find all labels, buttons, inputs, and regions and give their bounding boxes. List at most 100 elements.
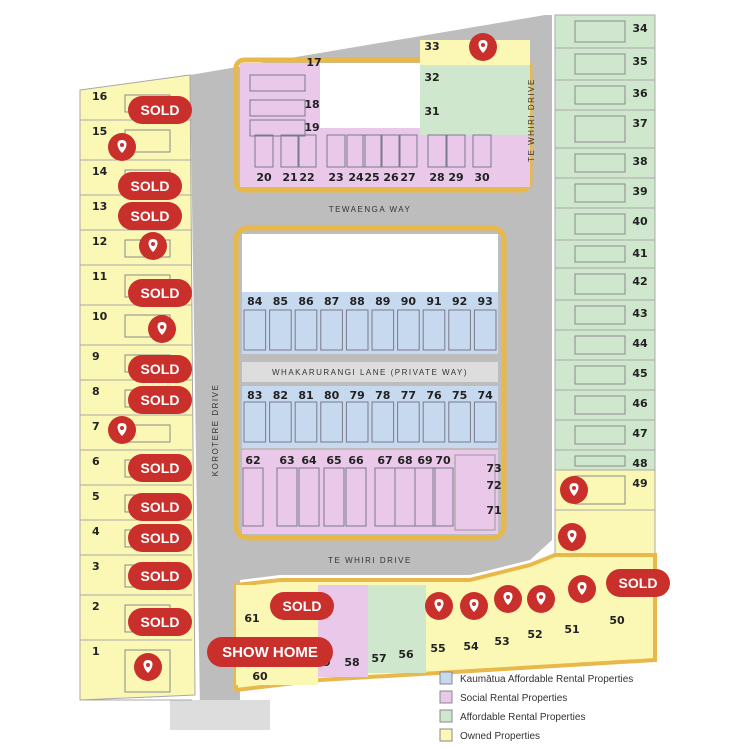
sold-badge-bg: [128, 454, 192, 482]
lot-number: 21: [282, 171, 297, 184]
lot-number: 49: [632, 477, 647, 490]
show-home-badge[interactable]: SHOW HOME: [207, 637, 333, 667]
unit-footprint: [448, 309, 471, 351]
lot-number: 58: [344, 656, 359, 669]
location-pin-icon[interactable]: [425, 592, 453, 620]
lot-number: 87: [324, 295, 339, 308]
lot-number: 56: [398, 648, 414, 661]
unit-footprint: [345, 401, 369, 443]
north-open-space: [320, 63, 420, 128]
lot-number: 71: [486, 504, 501, 517]
location-pin-icon[interactable]: [134, 653, 162, 681]
sold-badge: SOLD: [128, 279, 192, 307]
lot-number: 12: [92, 235, 107, 248]
lot-number: 36: [632, 87, 648, 100]
unit-footprint: [473, 401, 497, 443]
lot-number: 48: [632, 457, 647, 470]
lot-number: 24: [348, 171, 364, 184]
sold-badge: SOLD: [128, 524, 192, 552]
location-pin-icon[interactable]: [527, 585, 555, 613]
lot-number: 77: [401, 389, 416, 402]
sold-badge-bg: [606, 569, 670, 597]
lot-number: 50: [609, 614, 625, 627]
road-label-korotere: KOROTERE DRIVE: [211, 384, 220, 477]
lot-number: 1: [92, 645, 100, 658]
lot-number: 4: [92, 525, 100, 538]
unit-footprint: [371, 401, 395, 443]
east-affordable-strip: [554, 14, 656, 471]
unit-footprint: [381, 134, 401, 168]
lot-number: 64: [301, 454, 317, 467]
legend-swatch: [439, 709, 453, 723]
unit-footprint: [345, 467, 367, 527]
lot-number: 73: [486, 462, 501, 475]
lots-71-73-area: [454, 454, 496, 531]
house-footprint: [574, 425, 626, 445]
lot-number: 91: [426, 295, 441, 308]
unit-footprint: [371, 309, 395, 351]
lot-number: 17: [306, 56, 321, 69]
unit-footprint: [432, 467, 454, 527]
lot-number: 68: [397, 454, 412, 467]
lot-number: 54: [463, 640, 479, 653]
location-pin-icon[interactable]: [560, 476, 588, 504]
sold-badge-label: SOLD: [141, 285, 180, 301]
unit-footprint: [297, 134, 317, 168]
unit-footprint: [320, 309, 343, 351]
sold-badge-bg: [128, 493, 192, 521]
lot-number: 69: [417, 454, 432, 467]
lot-number: 85: [273, 295, 288, 308]
location-pin-icon[interactable]: [139, 232, 167, 260]
location-pin-icon[interactable]: [558, 523, 586, 551]
pin-hole: [146, 663, 150, 667]
unit-footprint: [242, 467, 264, 527]
unit-footprint: [249, 119, 306, 137]
lot-number: 52: [527, 628, 542, 641]
show-home-label: SHOW HOME: [222, 644, 318, 661]
road-label-te-whiri-south: TE WHIRI DRIVE: [328, 556, 412, 565]
lot-number: 82: [273, 389, 288, 402]
location-pin-icon[interactable]: [148, 315, 176, 343]
location-pin-icon[interactable]: [460, 592, 488, 620]
legend-swatch: [439, 690, 453, 704]
location-pin-icon[interactable]: [108, 416, 136, 444]
pin-hole: [481, 43, 485, 47]
unit-footprint: [346, 134, 366, 168]
lot-number: 62: [245, 454, 260, 467]
lot-number: 72: [486, 479, 501, 492]
sold-badge-bg: [270, 592, 334, 620]
unit-footprint: [398, 134, 418, 168]
lot-number: 39: [632, 185, 647, 198]
house-footprint: [124, 649, 171, 693]
lot-number: 10: [92, 310, 108, 323]
unit-footprint: [414, 467, 436, 527]
location-pin-icon[interactable]: [108, 133, 136, 161]
unit-footprint: [269, 309, 292, 351]
unit-footprint: [269, 401, 292, 443]
sold-badge-bg: [128, 355, 192, 383]
sold-badge-label: SOLD: [141, 392, 180, 408]
lot-number: 23: [328, 171, 343, 184]
sold-badge-bg: [128, 562, 192, 590]
lot-number: 92: [452, 295, 467, 308]
pin-hole: [120, 143, 124, 147]
lot-number: 78: [375, 389, 390, 402]
lot-number: 51: [564, 623, 579, 636]
location-pin-icon[interactable]: [494, 585, 522, 613]
sold-badge-label: SOLD: [131, 208, 170, 224]
kaumatua-bottom-row: [242, 386, 498, 448]
house-footprint: [574, 365, 626, 385]
sold-badge-bg: [128, 279, 192, 307]
location-pin-icon[interactable]: [568, 575, 596, 603]
lot-number: 27: [400, 171, 415, 184]
location-pin-icon[interactable]: [469, 33, 497, 61]
unit-footprint: [422, 309, 446, 351]
lot-number: 15: [92, 125, 107, 138]
lot-number: 26: [383, 171, 399, 184]
house-footprint: [574, 153, 626, 173]
lot-number: 93: [478, 295, 493, 308]
sold-badge: SOLD: [128, 96, 192, 124]
